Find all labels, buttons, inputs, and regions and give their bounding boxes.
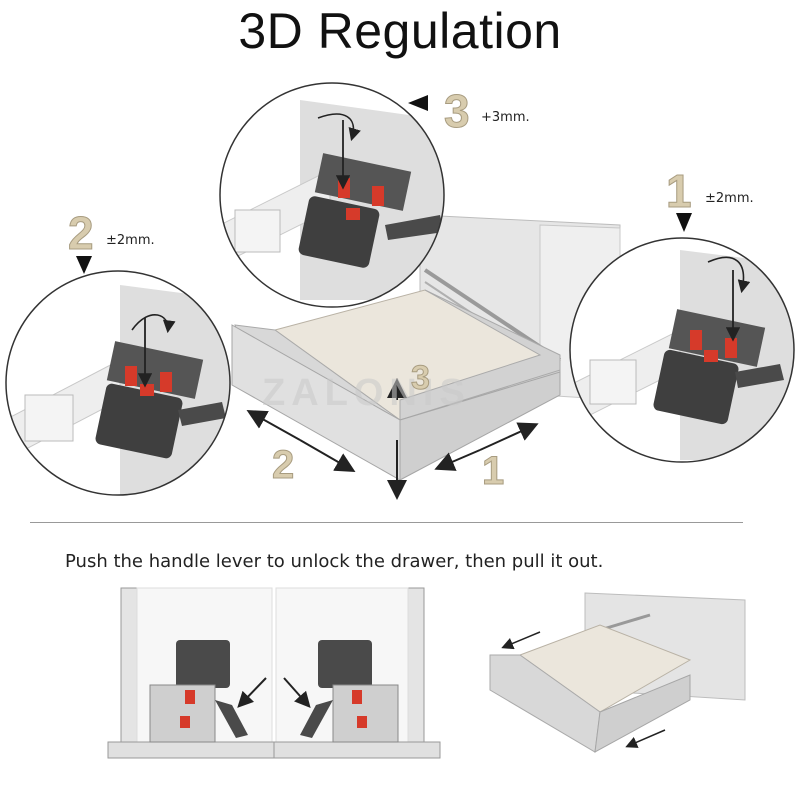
adjustment-3-value: +3mm. (481, 110, 530, 125)
unlock-view-left (107, 587, 275, 759)
adjustment-2-number: 2 (68, 207, 95, 259)
detail-circle-depth (5, 270, 231, 496)
axis-label-vertical: 3 (411, 359, 431, 397)
brand-watermark: ZALONIS (262, 372, 471, 414)
detail-circle-width (569, 237, 795, 463)
pulled-drawer-illustration (489, 592, 746, 753)
axis-label-depth: 2 (271, 443, 295, 487)
pointer-triangle-1 (676, 213, 692, 232)
adjustment-3-number: 3 (444, 85, 471, 137)
pointer-triangle-2 (76, 256, 92, 274)
pointer-triangle-3 (408, 95, 428, 111)
adjustment-2-value: ±2mm. (106, 233, 155, 248)
unlock-view-right (273, 587, 441, 759)
page-title: 3D Regulation (238, 3, 562, 59)
adjustment-1-value: ±2mm. (705, 191, 754, 206)
axis-arrows (246, 378, 539, 500)
section-divider (30, 522, 743, 523)
adjustment-1-number: 1 (666, 165, 693, 217)
axis-label-width: 1 (481, 449, 505, 493)
detail-circle-height (219, 82, 445, 308)
instruction-text: Push the handle lever to unlock the draw… (65, 551, 604, 572)
